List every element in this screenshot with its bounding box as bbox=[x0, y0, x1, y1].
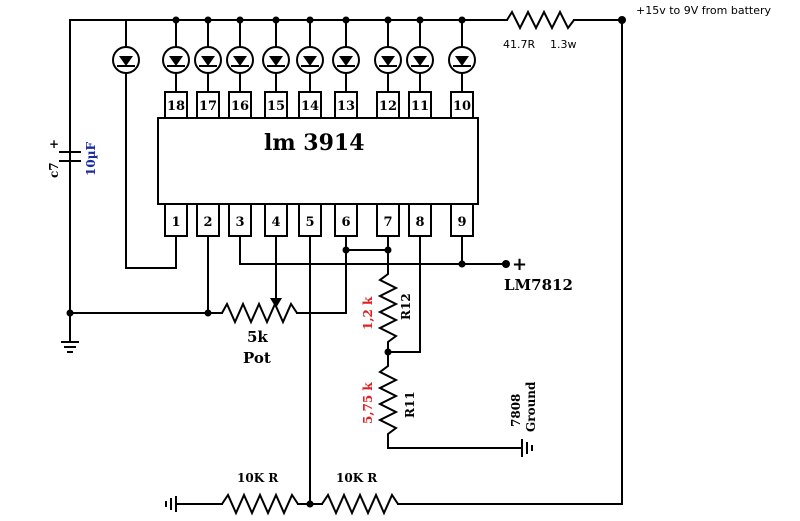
pin-number: 7 bbox=[383, 215, 392, 230]
pin-16 bbox=[228, 91, 252, 119]
rail-junction bbox=[236, 16, 244, 24]
pin-13 bbox=[334, 91, 358, 119]
rail-junction bbox=[272, 16, 280, 24]
ground-symbol-left bbox=[61, 311, 79, 353]
supply-rail bbox=[69, 9, 623, 503]
pin-number: 1 bbox=[171, 215, 180, 230]
pin-number: 2 bbox=[203, 215, 212, 230]
rail-junction bbox=[204, 16, 212, 24]
divider-resistor-right bbox=[321, 492, 399, 516]
supply-resistor-value: 41.7R bbox=[503, 38, 535, 51]
pin-number: 5 bbox=[305, 215, 314, 230]
chip-label: lm 3914 bbox=[264, 130, 365, 156]
junction-divider-mid bbox=[306, 500, 314, 508]
pot-wiper-arrow bbox=[270, 298, 282, 308]
pin-number: 16 bbox=[231, 99, 249, 114]
led-12 bbox=[374, 46, 402, 74]
lm7812-plus: + bbox=[512, 254, 527, 275]
r11-name: R11 bbox=[403, 391, 417, 418]
rail-junction bbox=[342, 16, 350, 24]
resistor-r12 bbox=[377, 268, 399, 352]
r11-value: 5,75 k bbox=[361, 382, 375, 424]
divider-left-label: 10K R bbox=[237, 471, 279, 485]
pin-number: 17 bbox=[199, 99, 217, 114]
divider-right-label: 10K R bbox=[336, 471, 378, 485]
ground-symbol-7808 bbox=[521, 439, 533, 457]
rail-junction bbox=[458, 16, 466, 24]
led-15 bbox=[262, 46, 290, 74]
led-10 bbox=[448, 46, 476, 74]
pin-number: 18 bbox=[167, 99, 185, 114]
pot-value: 5k bbox=[247, 328, 268, 346]
battery-terminal-dot bbox=[618, 16, 626, 24]
pin-number: 10 bbox=[453, 99, 471, 114]
pin-number: 3 bbox=[235, 215, 244, 230]
bottom-pin-row: 1 2 3 4 5 6 7 8 9 bbox=[164, 203, 474, 237]
pin-17 bbox=[196, 91, 220, 119]
pin-12 bbox=[376, 91, 400, 119]
pin-1 bbox=[164, 203, 188, 237]
led-pin1 bbox=[112, 19, 140, 269]
rail-junction bbox=[172, 16, 180, 24]
junction-pin6 bbox=[342, 246, 350, 254]
pin-18 bbox=[164, 91, 188, 119]
rail-junction bbox=[384, 16, 392, 24]
pin-11 bbox=[408, 91, 432, 119]
lm7812-label: LM7812 bbox=[504, 276, 573, 294]
junction-pin2 bbox=[204, 309, 212, 317]
junction-pin9 bbox=[458, 260, 466, 268]
rail-junction bbox=[416, 16, 424, 24]
ground-symbol-bottom bbox=[165, 496, 177, 512]
capacitor-polarity: + bbox=[49, 137, 59, 151]
r12-name: R12 bbox=[399, 293, 413, 320]
junction-lm7812 bbox=[502, 260, 510, 268]
led-17 bbox=[194, 46, 222, 74]
divider-resistor-left bbox=[221, 492, 299, 516]
junction-ground-left bbox=[66, 309, 74, 317]
r12-value: 1,2 k bbox=[361, 296, 375, 330]
pin-number: 13 bbox=[337, 99, 355, 114]
capacitor-c7 bbox=[59, 151, 81, 162]
led-18 bbox=[162, 46, 190, 74]
supply-resistor-power: 1.3w bbox=[550, 38, 577, 51]
rail-junction bbox=[306, 16, 314, 24]
pin-number: 15 bbox=[267, 99, 285, 114]
capacitor-name: c7 bbox=[47, 162, 61, 178]
pin-number: 11 bbox=[411, 99, 429, 114]
pin-number: 14 bbox=[301, 99, 319, 114]
top-pin-row: 18 17 16 15 14 13 12 11 10 bbox=[162, 16, 476, 119]
led-11 bbox=[406, 46, 434, 74]
pin-14 bbox=[298, 91, 322, 119]
resistor-r11 bbox=[377, 352, 399, 448]
pin-10 bbox=[450, 91, 474, 119]
pot-name: Pot bbox=[243, 349, 271, 367]
battery-label: +15v to 9V from battery bbox=[636, 4, 772, 17]
pin-number: 12 bbox=[379, 99, 397, 114]
ground-note-7808: 7808 bbox=[509, 394, 523, 427]
pot-5k bbox=[221, 301, 298, 325]
pin-number: 8 bbox=[415, 215, 424, 230]
capacitor-value: 10µF bbox=[84, 142, 98, 176]
pin-15 bbox=[264, 91, 288, 119]
supply-resistor bbox=[506, 9, 575, 31]
junction-pin7 bbox=[384, 246, 392, 254]
pin-number: 4 bbox=[271, 215, 280, 230]
ground-note-label: Ground bbox=[524, 381, 538, 432]
led-13 bbox=[332, 46, 360, 74]
led-16 bbox=[226, 46, 254, 74]
led-14 bbox=[296, 46, 324, 74]
pin-number: 9 bbox=[457, 215, 466, 230]
pin-number: 6 bbox=[341, 215, 350, 230]
